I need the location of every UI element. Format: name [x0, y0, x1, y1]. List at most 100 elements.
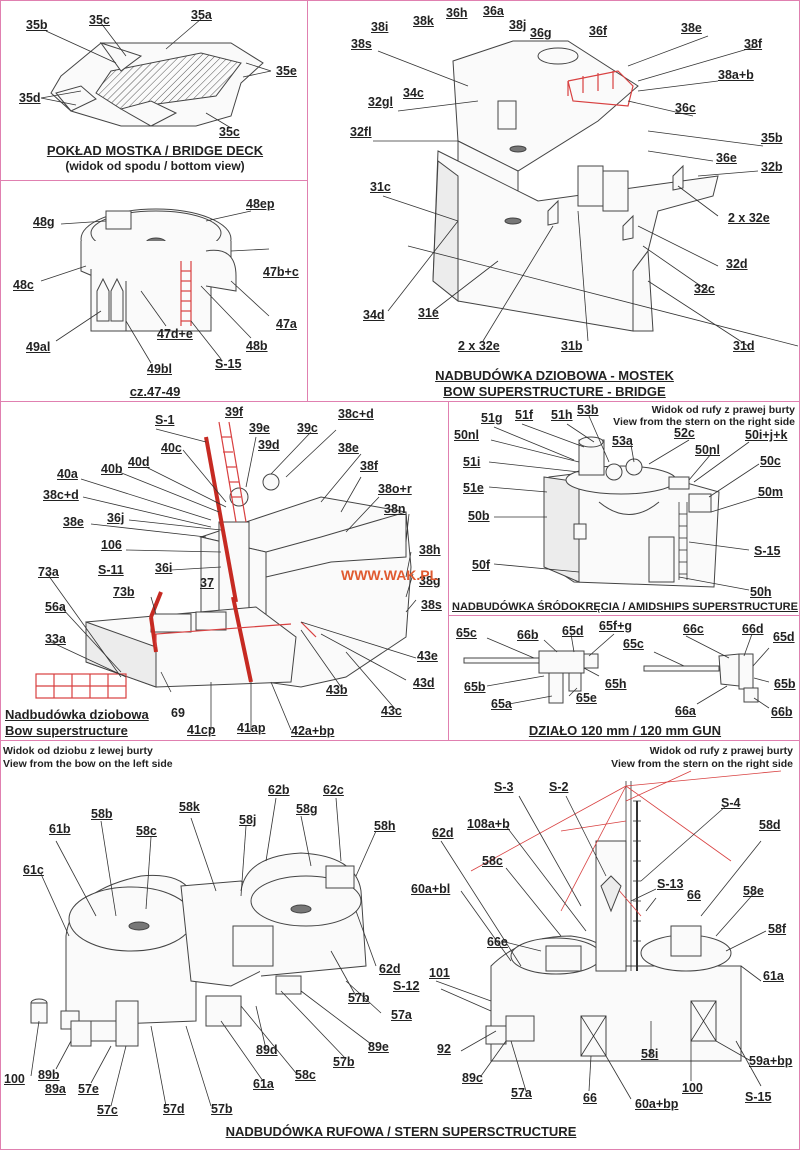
label-66c: 66c: [683, 622, 704, 636]
label-36e: 36e: [716, 151, 737, 165]
label-89d: 89d: [256, 1043, 278, 1057]
label-38cd: 38c+d: [43, 488, 79, 502]
amidships-note-line1: Widok od rufy z prawej burty: [651, 404, 795, 416]
bridge-deck-drawing: [40, 18, 272, 129]
label-32d: 32d: [726, 257, 748, 271]
label-36c: 36c: [675, 101, 696, 115]
gun-caption: DZIAŁO 120 mm / 120 mm GUN: [528, 723, 722, 738]
label-35e: 35e: [276, 64, 297, 78]
label-35b: 35b: [761, 131, 783, 145]
label-58i: 58i: [641, 1047, 659, 1061]
bow-superstructure-subcaption: Bow superstructure: [5, 723, 128, 738]
label-58f: 58f: [768, 922, 787, 936]
label-38g: 38g: [419, 574, 441, 588]
label-58h: 58h: [374, 819, 396, 833]
label-50b: 50b: [468, 509, 490, 523]
panel-bow-superstructure: S-1 39f 39e 38c+d 40c 39d 39c 38e 40d 40…: [0, 401, 449, 741]
label-89a: 89a: [45, 1082, 66, 1096]
label-31e: 31e: [418, 306, 439, 320]
label-65d: 65d: [562, 624, 584, 638]
bow-bridge-caption: NADBUDÓWKA DZIOBOWA - MOSTEK: [435, 368, 674, 383]
label-49bl: 49bl: [147, 362, 173, 376]
label-39c: 39c: [297, 421, 318, 435]
label-69: 69: [171, 706, 185, 720]
label-40d: 40d: [128, 455, 150, 469]
label-58g: 58g: [296, 802, 318, 816]
label-51i: 51i: [463, 455, 481, 469]
label-31c: 31c: [370, 180, 391, 194]
label-62d-right: 62d: [432, 826, 454, 840]
gun-drawing: [463, 633, 770, 709]
label-73a: 73a: [38, 565, 59, 579]
bow-bridge-subcaption: BOW SUPERSTRUCTURE - BRIDGE: [443, 384, 666, 399]
label-42abp: 42a+bp: [291, 724, 335, 738]
label-48g: 48g: [33, 215, 55, 229]
label-35c: 35c: [89, 13, 110, 27]
label-50nl-right: 50nl: [695, 443, 721, 457]
label-61a-right: 61a: [763, 969, 784, 983]
label-65c: 65c: [456, 626, 477, 640]
stern-right-note-line1: Widok od rufy z prawej burty: [649, 745, 793, 757]
label-57d: 57d: [163, 1102, 185, 1116]
label-36g: 36g: [530, 26, 552, 40]
parts-47-49-caption: cz.47-49: [129, 384, 181, 399]
label-51f: 51f: [515, 408, 534, 422]
label-57b-bottom: 57b: [211, 1102, 233, 1116]
label-s2: S-2: [549, 780, 569, 794]
label-58j: 58j: [239, 813, 257, 827]
label-65fg: 65f+g: [599, 619, 633, 633]
label-50c: 50c: [760, 454, 781, 468]
label-65b: 65b: [464, 680, 486, 694]
panel-bow-bridge: 36h 36a 38i 38k 38j 36g 36f 38e 38s 38f …: [307, 0, 800, 402]
label-65d-right: 65d: [773, 630, 795, 644]
label-38i: 38i: [371, 20, 389, 34]
label-58e: 58e: [743, 884, 764, 898]
label-39e: 39e: [249, 421, 270, 435]
amidships-drawing: [488, 415, 760, 591]
label-38e: 38e: [681, 21, 702, 35]
label-35d: 35d: [19, 91, 41, 105]
stern-caption: NADBUDÓWKA RUFOWA / STERN SUPERSCTRUCTUR…: [225, 1124, 577, 1139]
stern-drawing: [30, 770, 782, 1107]
label-41cp: 41cp: [187, 723, 216, 737]
label-48c: 48c: [13, 278, 34, 292]
label-47de: 47d+e: [157, 327, 193, 341]
label-2x32e-right: 2 x 32e: [728, 211, 770, 225]
label-58d: 58d: [759, 818, 781, 832]
stern-right-note-line2: View from the stern on the right side: [611, 758, 793, 770]
label-50h: 50h: [750, 585, 772, 599]
label-66-bottom: 66: [583, 1091, 597, 1105]
label-38j: 38j: [509, 18, 527, 32]
label-41ap: 41ap: [237, 721, 266, 735]
label-36f: 36f: [589, 24, 608, 38]
label-32b: 32b: [761, 160, 783, 174]
label-57b: 57b: [348, 991, 370, 1005]
label-38s: 38s: [421, 598, 442, 612]
label-66b-right: 66b: [771, 705, 793, 719]
label-32fl: 32fl: [350, 125, 372, 139]
label-58c-right: 58c: [482, 854, 503, 868]
label-92: 92: [437, 1042, 451, 1056]
stern-left-note-line1: Widok od dziobu z lewej burty: [3, 745, 153, 757]
label-36i: 36i: [155, 561, 173, 575]
panel-stern: Widok od dziobu z lewej burty View from …: [0, 740, 800, 1150]
label-60abp: 60a+bp: [635, 1097, 679, 1111]
label-40b: 40b: [101, 462, 123, 476]
label-38s: 38s: [351, 37, 372, 51]
label-50ijk: 50i+j+k: [745, 428, 788, 442]
bow-superstructure-caption: Nadbudówka dziobowa: [5, 707, 149, 722]
label-32c: 32c: [694, 282, 715, 296]
label-32gl: 32gl: [368, 95, 394, 109]
label-48b: 48b: [246, 339, 268, 353]
label-62b: 62b: [268, 783, 290, 797]
label-s15: S-15: [745, 1090, 772, 1104]
label-73b: 73b: [113, 585, 135, 599]
label-61c: 61c: [23, 863, 44, 877]
label-58k: 58k: [179, 800, 200, 814]
label-43d: 43d: [413, 676, 435, 690]
label-38f: 38f: [744, 37, 763, 51]
label-50m: 50m: [758, 485, 784, 499]
label-34c: 34c: [403, 86, 424, 100]
label-38ab: 38a+b: [718, 68, 754, 82]
label-39f: 39f: [225, 405, 244, 419]
